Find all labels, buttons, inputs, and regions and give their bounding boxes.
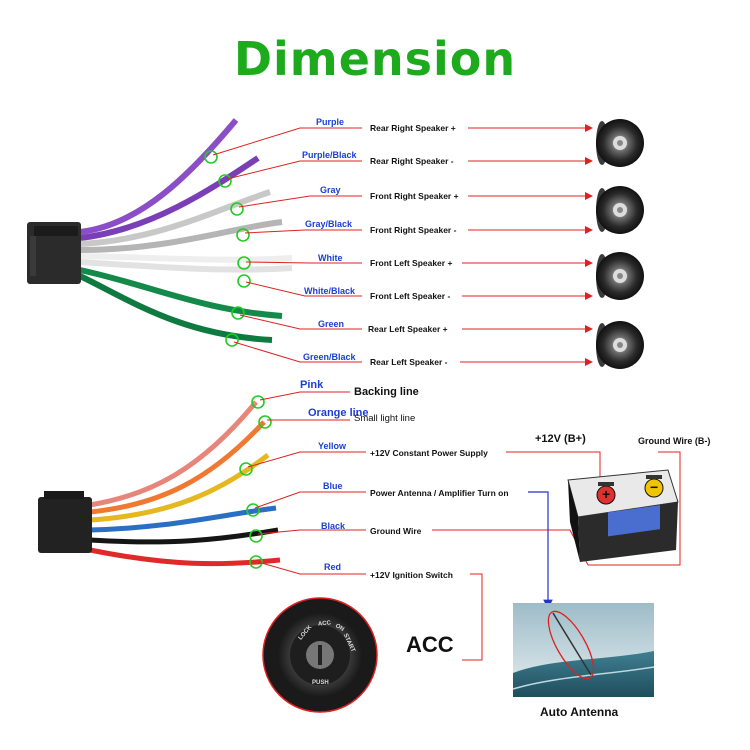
wire-label-purple: Purple [316,117,345,127]
function-small-light-line: Small light line [354,413,416,424]
ignition-switch-icon [262,597,378,713]
battery-minus-symbol: − [650,479,659,495]
power-connector [38,497,92,553]
battery-ground-label: Ground Wire (B-) [638,436,711,446]
wire-blue [89,505,277,533]
wire-black [89,527,279,545]
wire-label-green-black: Green/Black [303,352,356,362]
wire-label-orange: Orange line [308,407,369,419]
antenna-label: Auto Antenna [540,705,619,719]
function-rear-left-minus: Rear Left Speaker - [370,357,448,367]
speaker-icon-front-right [596,186,644,234]
battery-icon [567,469,679,562]
wire-label-purple-black: Purple/Black [302,150,357,160]
speaker-harness [27,118,293,347]
function-ignition-switch: +12V Ignition Switch [370,570,453,580]
ignition-push-text: PUSH [312,680,329,686]
wire-orange [89,420,266,515]
wire-gray-black [79,219,283,253]
wire-label-green: Green [318,319,345,329]
speaker-icon-rear-left [596,321,644,369]
wire-label-red: Red [324,562,342,572]
function-rear-right-minus: Rear Right Speaker - [370,156,454,166]
wire-white-black [79,259,293,273]
wire-purple-black [79,155,260,241]
wire-red [89,547,281,567]
wire-label-blue: Blue [323,481,343,491]
wire-pink [89,400,258,508]
speaker-icon-rear-right [596,119,644,167]
function-rear-left-plus: Rear Left Speaker + [368,324,448,334]
speaker-icon-front-left [596,252,644,300]
wire-yellow [89,453,270,523]
function-front-left-plus: Front Left Speaker + [370,258,453,268]
auto-antenna-photo [512,603,655,697]
page-title: Dimension [233,32,517,86]
wire-green-black [78,273,273,343]
function-front-right-plus: Front Right Speaker + [370,191,459,201]
wire-white [79,253,293,263]
power-harness [38,395,281,569]
wire-label-yellow: Yellow [318,441,347,451]
wire-label-pink: Pink [300,379,324,391]
antenna-arrow [528,491,553,610]
wire-gray [79,189,271,247]
ignition-acc-text: ACC [317,620,332,628]
function-backing-line: Backing line [354,386,419,398]
battery-positive-label: +12V (B+) [535,433,586,445]
wire-purple [79,118,239,235]
function-front-right-minus: Front Right Speaker - [370,225,457,235]
speaker-connector [27,222,81,284]
wire-label-white: White [318,253,343,263]
wire-green [79,267,283,319]
wire-label-black: Black [321,521,346,531]
wire-label-white-black: White/Black [304,286,356,296]
speaker-leader-lines [212,124,593,366]
battery-plus-symbol: + [602,486,611,502]
power-leader-lines [247,391,681,661]
function-constant-power: +12V Constant Power Supply [370,448,488,458]
function-front-left-minus: Front Left Speaker - [370,291,451,301]
wire-label-gray-black: Gray/Black [305,219,353,229]
function-ground-wire: Ground Wire [370,526,422,536]
wire-label-gray: Gray [320,185,341,195]
function-antenna-amp: Power Antenna / Amplifier Turn on [370,488,509,498]
acc-label: ACC [406,632,454,657]
function-rear-right-plus: Rear Right Speaker + [370,123,456,133]
